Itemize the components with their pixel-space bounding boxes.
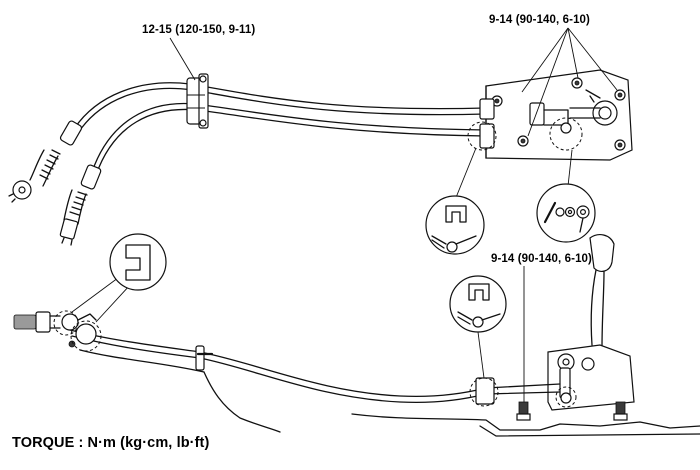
shift-bracket-plate	[485, 69, 633, 161]
cable-end-shift	[59, 164, 102, 246]
leader-lines-top-right	[169, 27, 618, 137]
torque-units-caption: TORQUE : N·m (kg·cm, lb·ft)	[12, 435, 210, 451]
detail-circle-washer	[549, 117, 583, 151]
cable-end-bracket-clamp	[479, 98, 495, 149]
detail-circle-clip	[467, 121, 497, 151]
cable-end-select	[8, 120, 83, 203]
upper-cable-assembly	[8, 69, 633, 246]
callout-clip-detail	[425, 147, 485, 255]
cable-clamp-bracket	[186, 73, 209, 129]
lower-bracket-clamp	[469, 377, 499, 407]
callout-clip-lower	[449, 275, 507, 379]
torque-label-top-left: 12-15 (120-150, 9-11)	[142, 24, 256, 36]
lower-cable-assembly	[13, 233, 700, 437]
callout-clip-left	[71, 233, 167, 323]
shift-lever-base	[485, 234, 635, 421]
torque-label-mid-right: 9-14 (90-140, 6-10)	[491, 253, 592, 265]
detail-circle-lever	[555, 386, 577, 408]
lower-clamp	[195, 345, 205, 371]
floor-panel	[351, 413, 700, 431]
callout-washer-detail	[536, 149, 596, 243]
transmission-cable-end	[13, 311, 97, 348]
torque-label-top-right: 9-14 (90-140, 6-10)	[489, 14, 590, 26]
detail-circle-trans-2	[70, 320, 102, 352]
